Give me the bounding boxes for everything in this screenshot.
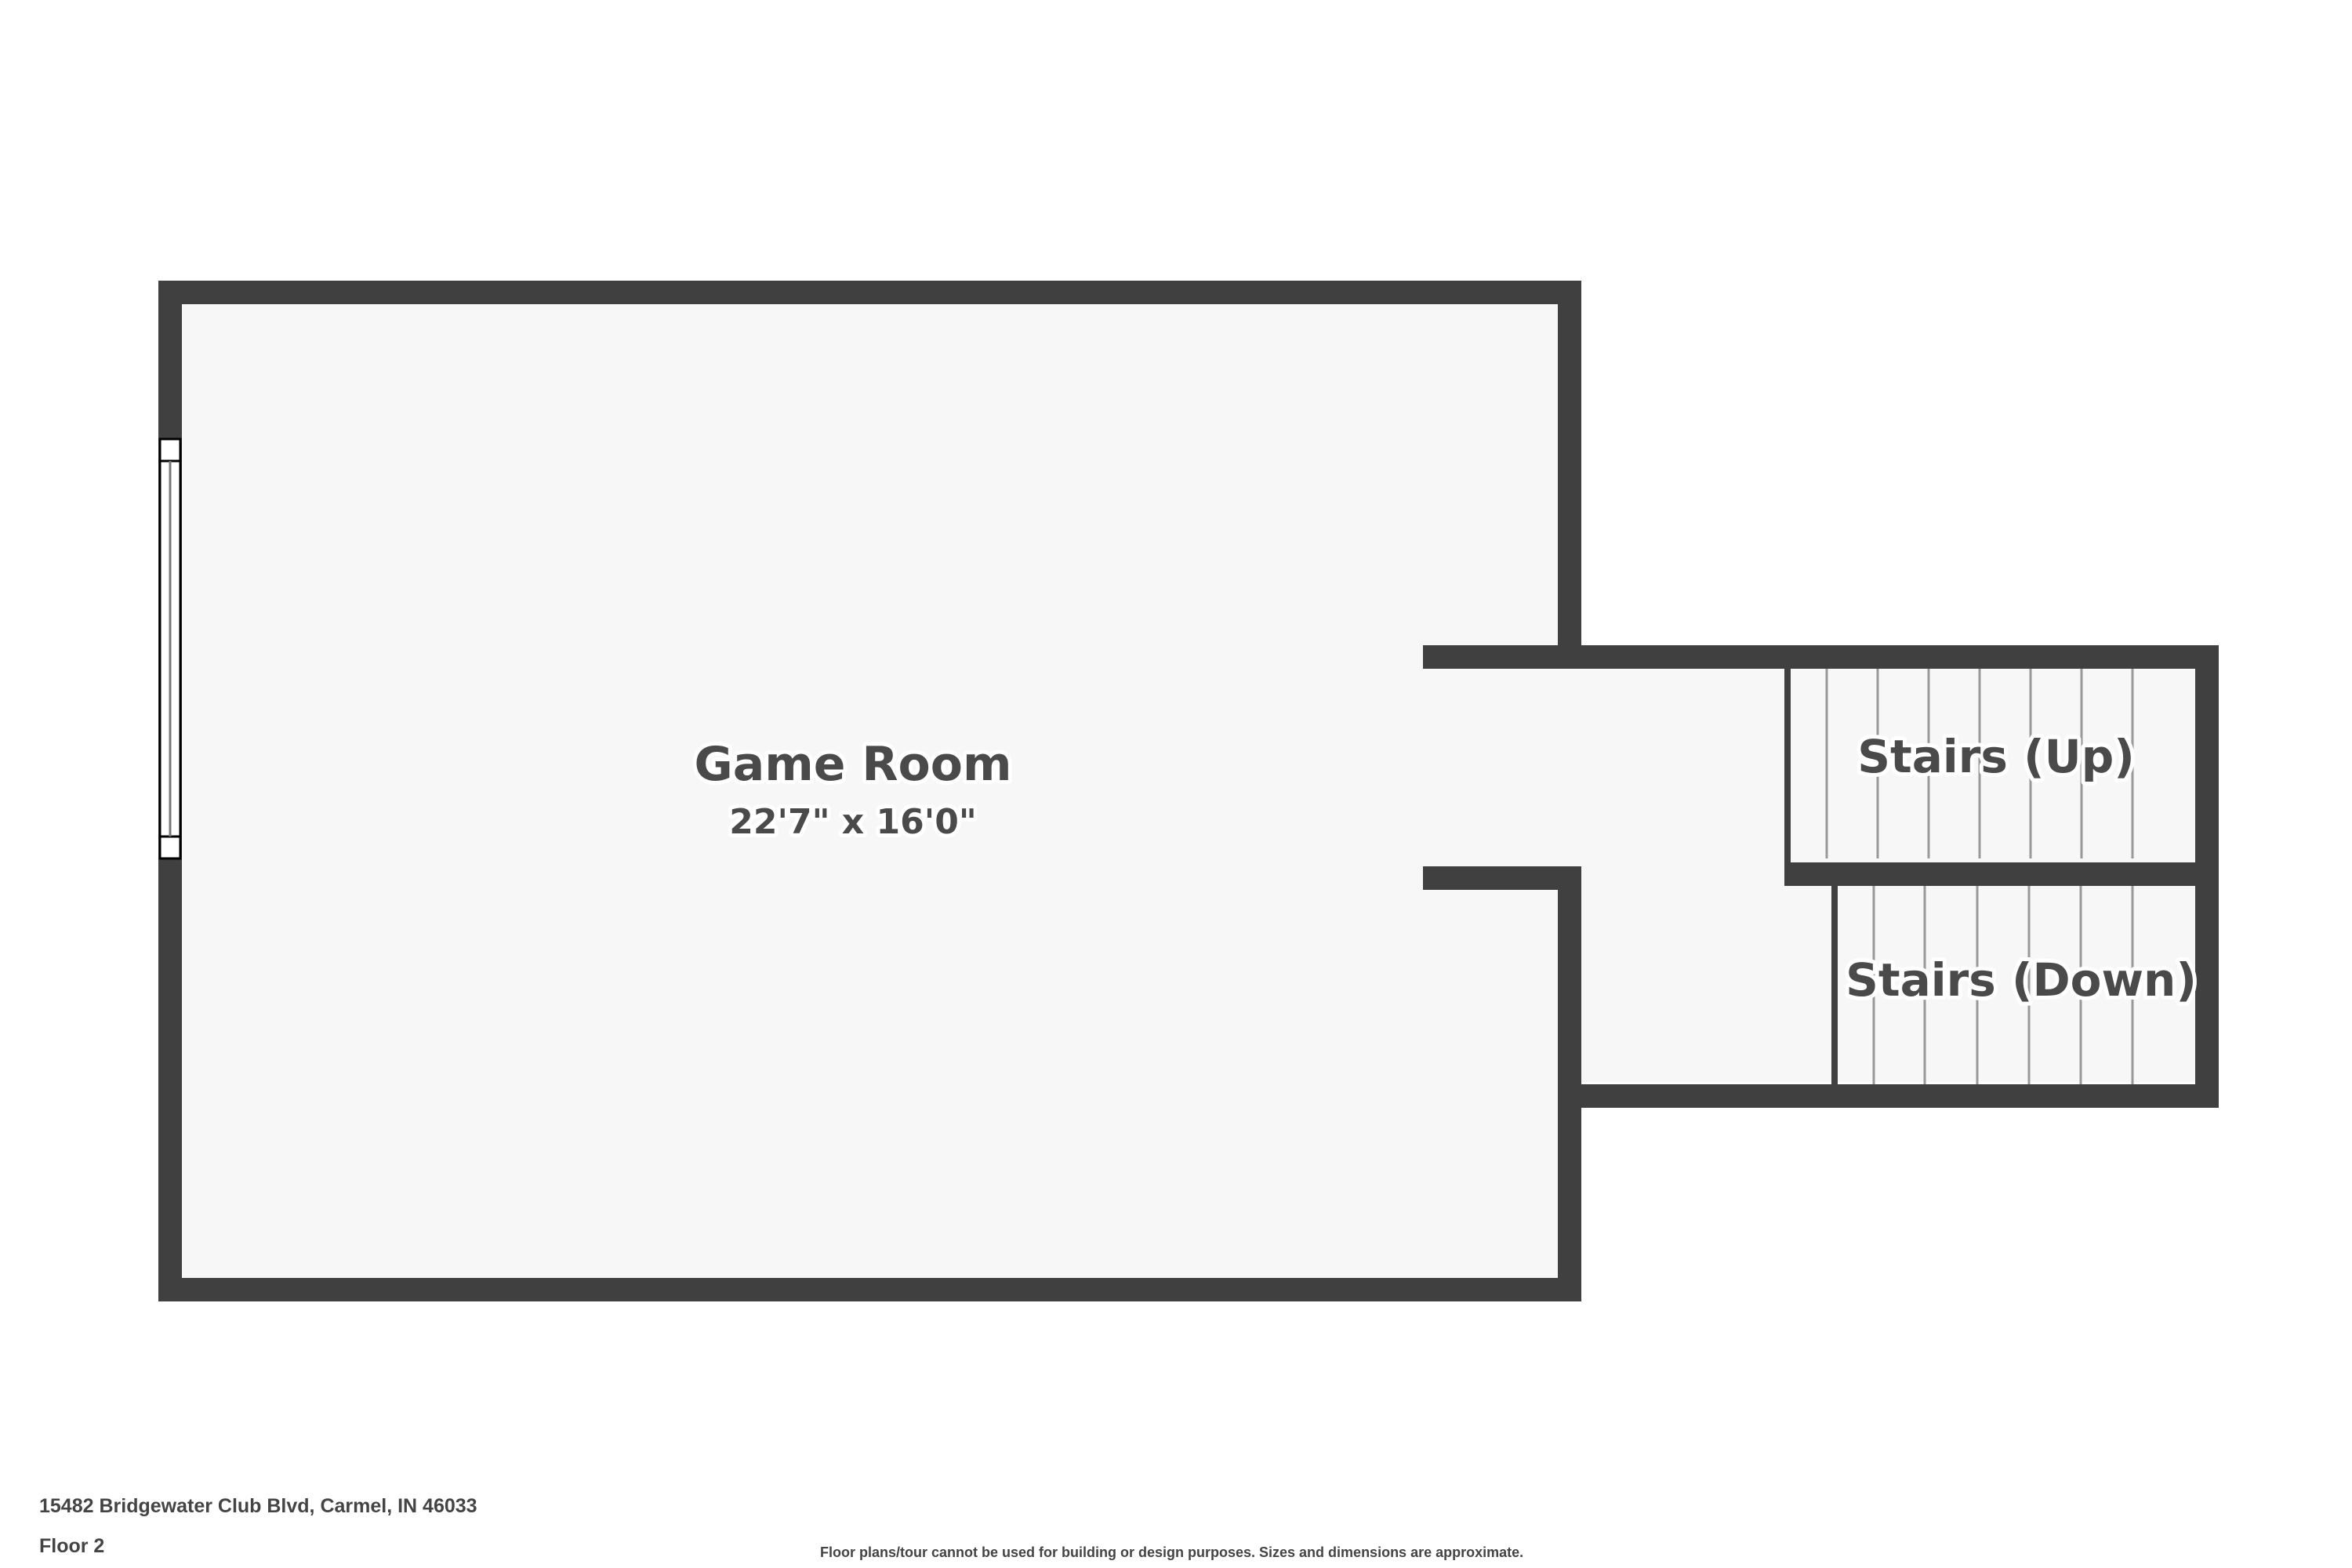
game-room-floor	[169, 290, 1572, 1290]
floor-label: Floor 2	[39, 1535, 105, 1557]
room-name-stairs-up: Stairs (Up)	[1857, 730, 2134, 783]
property-address: 15482 Bridgewater Club Blvd, Carmel, IN …	[39, 1495, 477, 1517]
room-name-game-room: Game Room	[695, 737, 1012, 792]
room-name-stairs-down: Stairs (Down)	[1846, 953, 2197, 1007]
room-dimensions-game-room: 22'7" x 16'0"	[729, 802, 977, 842]
stairs-up-treads	[1825, 662, 2134, 858]
stairs-down-treads	[1872, 882, 2134, 1086]
disclaimer: Floor plans/tour cannot be used for buil…	[820, 1544, 1524, 1560]
window	[158, 437, 182, 860]
